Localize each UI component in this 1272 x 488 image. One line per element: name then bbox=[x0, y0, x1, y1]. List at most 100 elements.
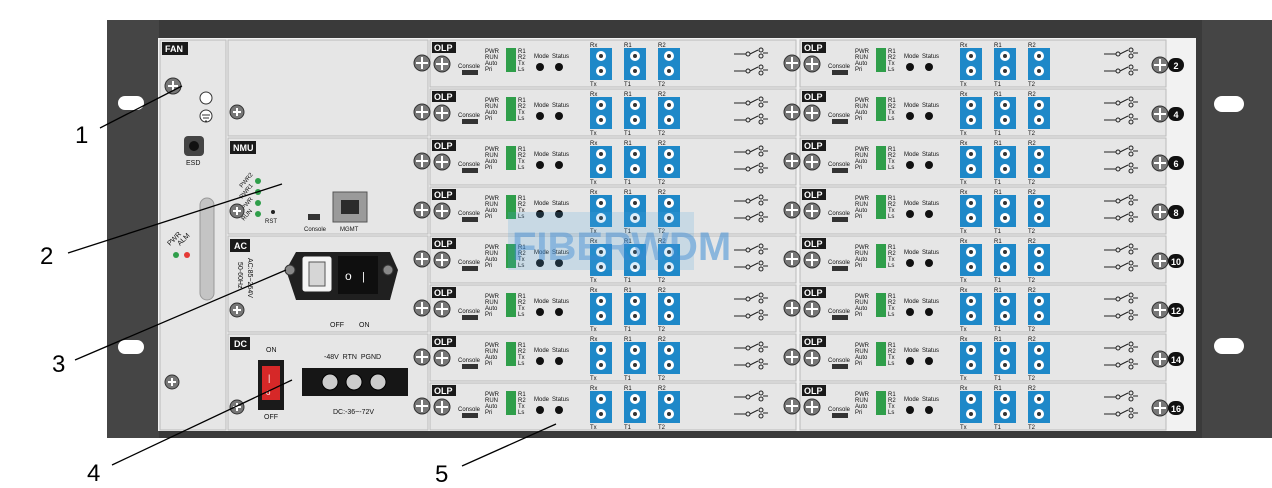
screw-icon[interactable] bbox=[413, 348, 431, 366]
console-port[interactable] bbox=[832, 315, 848, 320]
screw-icon[interactable] bbox=[433, 251, 451, 269]
lc-duplex-port[interactable] bbox=[590, 293, 612, 325]
reset-button[interactable] bbox=[271, 210, 275, 214]
screw-icon[interactable] bbox=[1151, 252, 1169, 270]
screw-icon[interactable] bbox=[229, 399, 245, 415]
screw-icon[interactable] bbox=[803, 55, 821, 73]
terminal-screw[interactable] bbox=[345, 373, 363, 391]
console-port[interactable] bbox=[462, 413, 478, 418]
screw-icon[interactable] bbox=[1151, 350, 1169, 368]
console-port[interactable] bbox=[832, 217, 848, 222]
fan-handle[interactable] bbox=[199, 197, 215, 301]
lc-duplex-port[interactable] bbox=[994, 146, 1016, 178]
lc-duplex-port[interactable] bbox=[658, 391, 680, 423]
mode-button[interactable] bbox=[906, 112, 914, 120]
screw-icon[interactable] bbox=[1151, 56, 1169, 74]
mode-button[interactable] bbox=[536, 406, 544, 414]
lc-duplex-port[interactable] bbox=[590, 97, 612, 129]
screw-icon[interactable] bbox=[433, 202, 451, 220]
lc-duplex-port[interactable] bbox=[994, 244, 1016, 276]
console-port[interactable] bbox=[308, 214, 320, 220]
mode-button[interactable] bbox=[536, 357, 544, 365]
lc-duplex-port[interactable] bbox=[1028, 391, 1050, 423]
mode-button[interactable] bbox=[906, 161, 914, 169]
lc-duplex-port[interactable] bbox=[624, 342, 646, 374]
screw-icon[interactable] bbox=[413, 54, 431, 72]
screw-icon[interactable] bbox=[229, 104, 245, 120]
lc-duplex-port[interactable] bbox=[658, 195, 680, 227]
mode-button[interactable] bbox=[536, 63, 544, 71]
screw-icon[interactable] bbox=[413, 152, 431, 170]
console-port[interactable] bbox=[832, 119, 848, 124]
lc-duplex-port[interactable] bbox=[960, 195, 982, 227]
screw-icon[interactable] bbox=[413, 103, 431, 121]
lc-duplex-port[interactable] bbox=[658, 244, 680, 276]
screw-icon[interactable] bbox=[803, 104, 821, 122]
screw-icon[interactable] bbox=[433, 104, 451, 122]
screw-icon[interactable] bbox=[413, 250, 431, 268]
console-port[interactable] bbox=[832, 168, 848, 173]
screw-icon[interactable] bbox=[1151, 399, 1169, 417]
screw-icon[interactable] bbox=[783, 152, 801, 170]
screw-icon[interactable] bbox=[229, 203, 245, 219]
esd-jack-icon[interactable] bbox=[184, 136, 204, 156]
console-port[interactable] bbox=[462, 70, 478, 75]
lc-duplex-port[interactable] bbox=[590, 342, 612, 374]
lc-duplex-port[interactable] bbox=[658, 97, 680, 129]
screw-icon[interactable] bbox=[783, 397, 801, 415]
lc-duplex-port[interactable] bbox=[590, 48, 612, 80]
lc-duplex-port[interactable] bbox=[960, 342, 982, 374]
screw-icon[interactable] bbox=[783, 103, 801, 121]
console-port[interactable] bbox=[462, 315, 478, 320]
mode-button[interactable] bbox=[536, 161, 544, 169]
mode-button[interactable] bbox=[536, 259, 544, 267]
screw-icon[interactable] bbox=[783, 54, 801, 72]
console-port[interactable] bbox=[462, 217, 478, 222]
lc-duplex-port[interactable] bbox=[960, 391, 982, 423]
mode-button[interactable] bbox=[536, 210, 544, 218]
lc-duplex-port[interactable] bbox=[658, 48, 680, 80]
mode-button[interactable] bbox=[536, 308, 544, 316]
lc-duplex-port[interactable] bbox=[590, 195, 612, 227]
console-port[interactable] bbox=[462, 364, 478, 369]
lc-duplex-port[interactable] bbox=[624, 146, 646, 178]
lc-duplex-port[interactable] bbox=[994, 48, 1016, 80]
lc-duplex-port[interactable] bbox=[1028, 244, 1050, 276]
lc-duplex-port[interactable] bbox=[590, 391, 612, 423]
console-port[interactable] bbox=[462, 168, 478, 173]
console-port[interactable] bbox=[462, 119, 478, 124]
mode-button[interactable] bbox=[906, 259, 914, 267]
console-port[interactable] bbox=[462, 266, 478, 271]
lc-duplex-port[interactable] bbox=[1028, 293, 1050, 325]
mode-button[interactable] bbox=[536, 112, 544, 120]
lc-duplex-port[interactable] bbox=[1028, 48, 1050, 80]
screw-icon[interactable] bbox=[164, 77, 182, 95]
screw-icon[interactable] bbox=[413, 397, 431, 415]
lc-duplex-port[interactable] bbox=[624, 48, 646, 80]
lc-duplex-port[interactable] bbox=[658, 342, 680, 374]
screw-icon[interactable] bbox=[783, 348, 801, 366]
terminal-screw[interactable] bbox=[369, 373, 387, 391]
console-port[interactable] bbox=[832, 70, 848, 75]
console-port[interactable] bbox=[832, 266, 848, 271]
screw-icon[interactable] bbox=[413, 201, 431, 219]
mode-button[interactable] bbox=[906, 308, 914, 316]
mode-button[interactable] bbox=[906, 406, 914, 414]
screw-icon[interactable] bbox=[433, 153, 451, 171]
lc-duplex-port[interactable] bbox=[960, 293, 982, 325]
lc-duplex-port[interactable] bbox=[658, 293, 680, 325]
screw-icon[interactable] bbox=[433, 349, 451, 367]
screw-icon[interactable] bbox=[1151, 301, 1169, 319]
mgmt-port[interactable] bbox=[332, 191, 368, 223]
lc-duplex-port[interactable] bbox=[1028, 97, 1050, 129]
ac-power-switch[interactable] bbox=[338, 256, 378, 294]
screw-icon[interactable] bbox=[803, 153, 821, 171]
screw-icon[interactable] bbox=[433, 55, 451, 73]
screw-icon[interactable] bbox=[229, 302, 245, 318]
lc-duplex-port[interactable] bbox=[960, 146, 982, 178]
screw-icon[interactable] bbox=[433, 300, 451, 318]
screw-icon[interactable] bbox=[1151, 154, 1169, 172]
lc-duplex-port[interactable] bbox=[960, 48, 982, 80]
lc-duplex-port[interactable] bbox=[624, 97, 646, 129]
mode-button[interactable] bbox=[906, 357, 914, 365]
